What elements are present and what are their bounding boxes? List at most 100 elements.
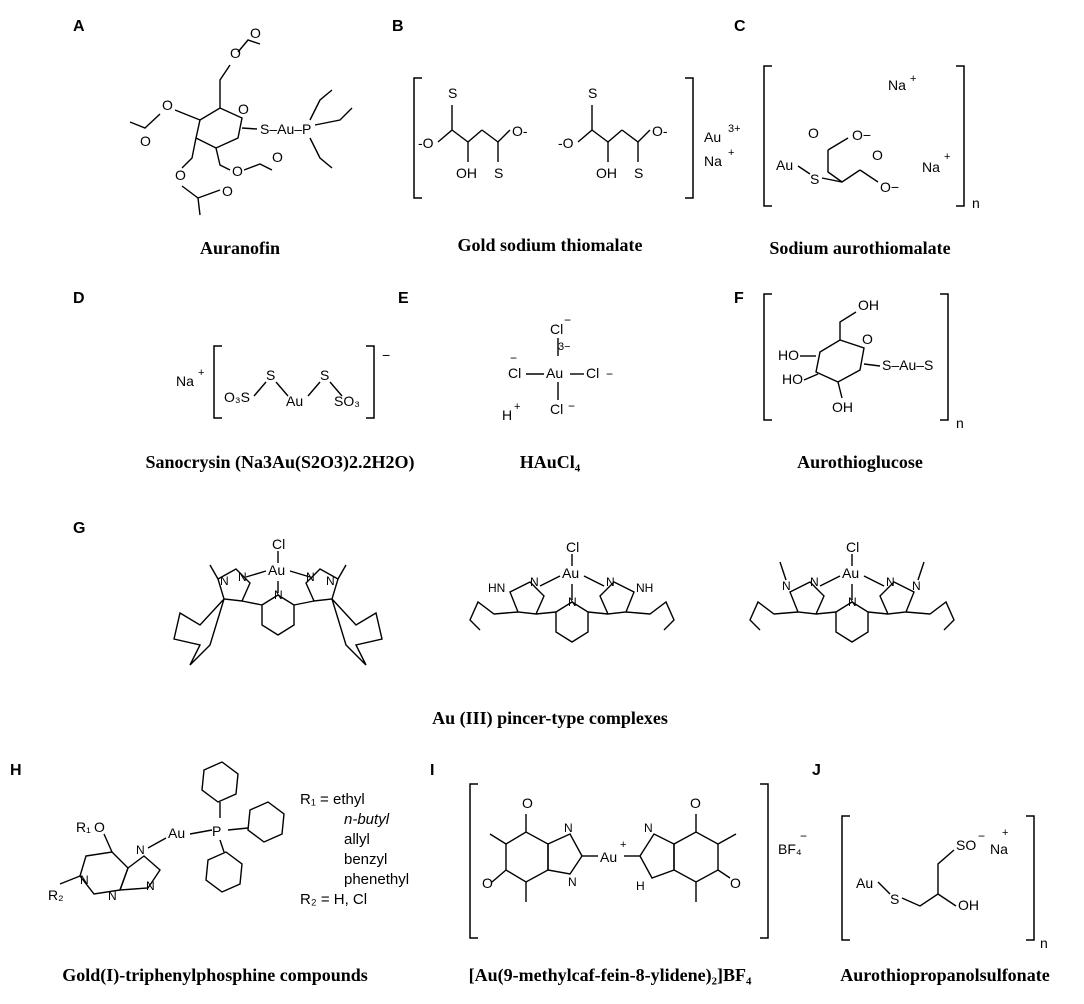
- svg-text:R₂: R₂: [48, 887, 64, 903]
- svg-text:S: S: [494, 165, 503, 181]
- svg-text:N: N: [274, 588, 283, 602]
- b-na: Na: [704, 153, 722, 169]
- svg-text:N: N: [326, 574, 335, 588]
- r1-option-1: allyl: [344, 831, 370, 848]
- a-s-au-p: S–Au–P: [260, 121, 311, 137]
- svg-text:O: O: [808, 125, 819, 141]
- r1-option-2: benzyl: [344, 851, 388, 868]
- svg-text:N: N: [810, 575, 819, 589]
- caption-triphenylphosphine: Gold(I)-triphenylphosphine compounds: [62, 965, 368, 985]
- svg-text:N: N: [530, 575, 539, 589]
- r-group-list: R₁ = ethyl n-butyl allyl benzyl phenethy…: [300, 790, 409, 910]
- svg-text:N: N: [912, 579, 921, 593]
- h-au: Au: [168, 825, 185, 841]
- structure-gold-sodium-thiomalate: -O S OH S O- -O S OH S O- Au 3+ Na +: [413, 77, 741, 199]
- svg-text:Au: Au: [268, 562, 285, 578]
- svg-text:Cl: Cl: [586, 365, 599, 381]
- panel-letter-i: I: [430, 762, 435, 779]
- svg-text:O: O: [872, 147, 883, 163]
- svg-text:S: S: [448, 85, 457, 101]
- f-n: n: [956, 415, 964, 431]
- svg-text:−: −: [564, 313, 571, 327]
- svg-text:R₁: R₁: [76, 819, 91, 835]
- svg-text:O: O: [175, 167, 186, 183]
- svg-text:N: N: [886, 575, 895, 589]
- svg-text:Au: Au: [842, 565, 859, 581]
- c-na2: Na: [922, 159, 940, 175]
- svg-text:Cl: Cl: [508, 365, 521, 381]
- svg-text:S: S: [266, 367, 275, 383]
- svg-text:N: N: [782, 579, 791, 593]
- i-bf4: BF₄: [778, 841, 802, 857]
- panel-letter-c: C: [734, 18, 746, 35]
- svg-text:N: N: [146, 879, 155, 893]
- panel-letter-b: B: [392, 18, 404, 35]
- panel-letter-g: G: [73, 520, 86, 537]
- svg-text:+: +: [198, 367, 204, 379]
- svg-text:S: S: [634, 165, 643, 181]
- svg-text:N: N: [238, 570, 247, 584]
- svg-text:+: +: [1002, 827, 1008, 839]
- svg-text:OH: OH: [596, 165, 617, 181]
- h-p: P: [212, 823, 221, 839]
- r2-definition: R₂ = H, Cl: [300, 891, 368, 908]
- svg-text:O-: O-: [652, 123, 668, 139]
- svg-text:N: N: [568, 875, 577, 889]
- svg-text:N: N: [568, 595, 577, 609]
- svg-text:+: +: [910, 73, 916, 85]
- panel-letter-j: J: [812, 762, 821, 779]
- svg-text:NH: NH: [636, 581, 653, 595]
- svg-text:HN: HN: [488, 581, 505, 595]
- svg-text:O₃S: O₃S: [224, 389, 250, 405]
- svg-text:+: +: [620, 839, 626, 851]
- panel-letter-f: F: [734, 290, 744, 307]
- svg-text:−: −: [978, 829, 985, 843]
- svg-text:O: O: [482, 875, 493, 891]
- svg-text:N: N: [306, 570, 315, 584]
- svg-text:O: O: [730, 875, 741, 891]
- structure-sodium-aurothiomalate: n Na + O O− Au S O O− Na +: [763, 65, 980, 211]
- b-au: Au: [704, 129, 721, 145]
- svg-text:O−: O−: [880, 179, 899, 195]
- caption-aurothiopropanolsulfonate: Aurothiopropanolsulfonate: [840, 965, 1050, 985]
- j-so: SO: [956, 837, 976, 853]
- svg-text:Cl: Cl: [272, 536, 285, 552]
- svg-text:Au: Au: [286, 393, 303, 409]
- svg-text:N: N: [848, 595, 857, 609]
- d-na: Na: [176, 373, 194, 389]
- svg-text:S: S: [588, 85, 597, 101]
- svg-text:Cl: Cl: [550, 321, 563, 337]
- i-au: Au: [600, 849, 617, 865]
- svg-text:O−: O−: [852, 127, 871, 143]
- structure-sanocrysin: Na + − O₃S S Au S SO₃: [176, 345, 390, 419]
- structure-aurothioglucose: n OH O HO HO OH S–Au–S: [763, 293, 964, 431]
- svg-text:N: N: [606, 575, 615, 589]
- svg-text:+: +: [728, 147, 734, 159]
- caption-gold-sodium-thiomalate: Gold sodium thiomalate: [457, 235, 643, 255]
- svg-text:N: N: [80, 873, 89, 887]
- caption-methylcaffein: [Au(9-methylcaf-fein-8-ylidene)₂]BF₄: [468, 965, 752, 985]
- structure-haucl4: Cl− 3− Cl− Au Cl− Cl− H +: [502, 313, 613, 423]
- svg-text:3−: 3−: [558, 341, 571, 353]
- c-na: Na: [888, 77, 906, 93]
- j-n: n: [1040, 935, 1048, 951]
- svg-text:OH: OH: [456, 165, 477, 181]
- structure-auranofin: O S–Au–P O O O O O O O O: [129, 25, 353, 216]
- panel-letter-a: A: [73, 18, 85, 35]
- svg-text:O-: O-: [512, 123, 528, 139]
- svg-text:N: N: [564, 821, 573, 835]
- r1-option-3: phenethyl: [344, 871, 410, 888]
- svg-text:O: O: [232, 163, 243, 179]
- e-h: H: [502, 407, 512, 423]
- svg-text:OH: OH: [858, 297, 879, 313]
- svg-text:H: H: [636, 879, 645, 893]
- svg-text:−: −: [606, 367, 613, 381]
- svg-text:Cl: Cl: [846, 539, 859, 555]
- svg-text:SO₃: SO₃: [334, 393, 360, 409]
- svg-text:S: S: [320, 367, 329, 383]
- f-s-au-s: S–Au–S: [882, 357, 933, 373]
- svg-text:OH: OH: [832, 399, 853, 415]
- svg-text:−: −: [800, 829, 807, 843]
- r1-definition: R₁ = ethyl: [300, 791, 365, 808]
